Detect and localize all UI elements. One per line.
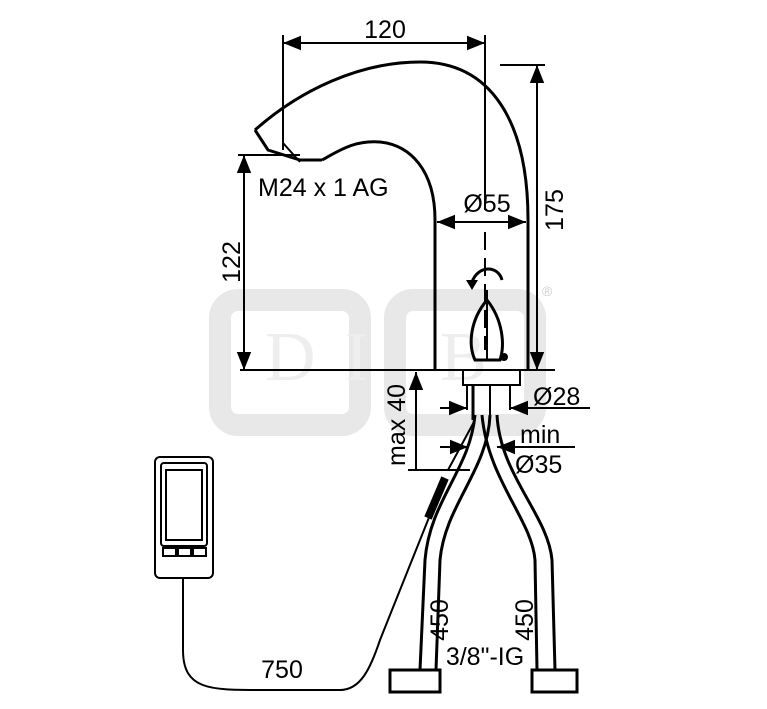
dimension-175: 175 [500, 64, 569, 370]
fitting-left [388, 668, 442, 694]
rotate-arrow-icon [470, 267, 504, 283]
registered-mark: ® [542, 283, 553, 299]
svg-text:175: 175 [541, 189, 569, 231]
dimension-max-40: max 40 [383, 372, 470, 471]
svg-text:122: 122 [218, 241, 246, 283]
hoses [388, 414, 579, 694]
svg-text:120: 120 [364, 16, 406, 44]
dimension-120: 120 [282, 16, 486, 210]
dimension-28: Ø28 [440, 383, 590, 416]
svg-text:Ø35: Ø35 [515, 451, 562, 479]
cable-length-label: 750 [261, 656, 303, 684]
shank [462, 369, 521, 420]
dimension-min-35: min Ø35 [440, 421, 575, 479]
svg-text:D: D [265, 319, 316, 396]
hose-thread-label: 3/8"-IG [446, 643, 524, 671]
hose-length-right: 450 [511, 599, 539, 641]
faucet-body [253, 60, 530, 370]
svg-text:max 40: max 40 [383, 384, 411, 466]
svg-text:min: min [520, 421, 560, 449]
dimension-55: Ø55 [437, 190, 526, 230]
thread-label: M24 x 1 AG [258, 174, 389, 202]
dimension-122: 122 [218, 154, 300, 370]
svg-text:I: I [345, 319, 368, 396]
fitting-right [530, 668, 579, 694]
sensor-cable [182, 419, 476, 691]
hose-length-left: 450 [426, 599, 454, 641]
svg-text:Ø55: Ø55 [463, 190, 510, 218]
control-box [154, 456, 214, 579]
svg-text:Ø28: Ø28 [533, 383, 580, 411]
